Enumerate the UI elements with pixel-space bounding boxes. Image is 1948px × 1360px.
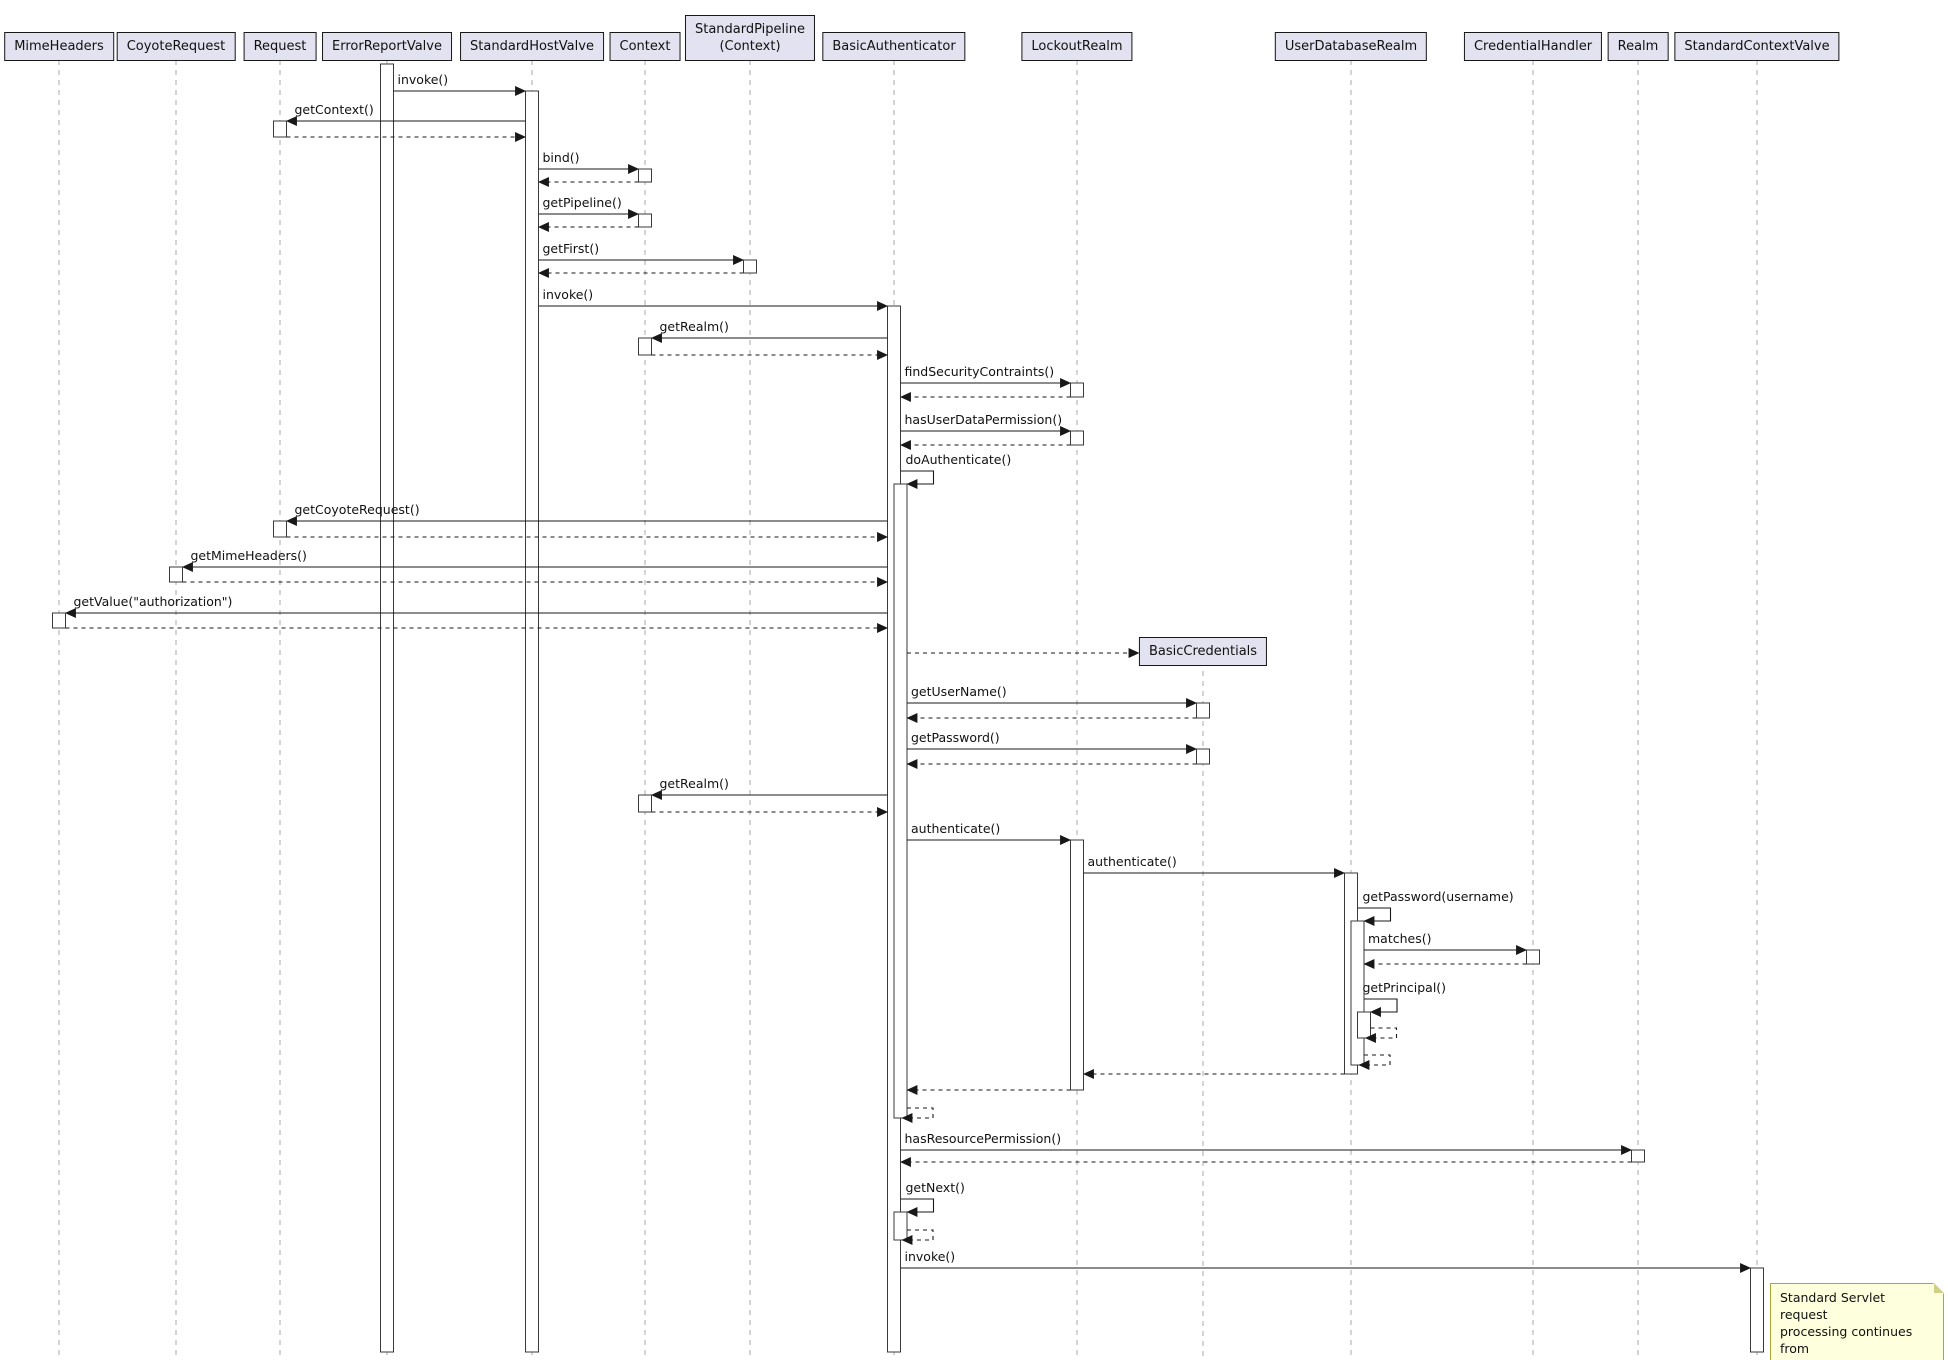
message-label: matches() bbox=[1368, 931, 1432, 946]
message-label: authenticate() bbox=[1087, 854, 1177, 869]
message-arrow-self-return bbox=[1358, 1054, 1391, 1070]
participant-coyoterequest: CoyoteRequest bbox=[116, 32, 236, 61]
message-label: bind() bbox=[542, 150, 580, 165]
activation-bar-realm bbox=[1631, 1149, 1645, 1163]
message-label: invoke() bbox=[542, 287, 594, 302]
participant-context: Context bbox=[609, 32, 681, 61]
message-label: authenticate() bbox=[911, 821, 1001, 836]
activation-bar-context bbox=[638, 794, 652, 813]
activation-bar-mimeheaders bbox=[52, 612, 66, 629]
message-arrow-self-return bbox=[1364, 1027, 1398, 1043]
participant-credentialhandler: CredentialHandler bbox=[1463, 32, 1603, 61]
participant-lockoutrealm: LockoutRealm bbox=[1021, 32, 1133, 61]
activation-bar-userdatabaserealm bbox=[1357, 1011, 1371, 1039]
message-label: getUserName() bbox=[911, 684, 1007, 699]
activation-bar-basiccredentials bbox=[1196, 748, 1210, 765]
activation-bar-context bbox=[638, 168, 652, 183]
participant-userdatabaserealm: UserDatabaseRealm bbox=[1274, 32, 1428, 61]
participant-realm: Realm bbox=[1607, 32, 1669, 61]
activation-bar-request bbox=[273, 120, 287, 138]
activation-bar-context bbox=[638, 337, 652, 356]
message-arrow-getpassword-username bbox=[1357, 907, 1392, 926]
message-label: getPassword(username) bbox=[1362, 889, 1514, 904]
participant-errorreportvalve: ErrorReportValve bbox=[322, 32, 452, 61]
message-label: getFirst() bbox=[542, 241, 600, 256]
message-arrow-self-return bbox=[901, 1229, 934, 1245]
activation-bar-basiccredentials bbox=[1196, 702, 1210, 719]
message-label: getNext() bbox=[905, 1180, 965, 1195]
participant-basiccredentials: BasicCredentials bbox=[1138, 637, 1268, 666]
activation-bar-context bbox=[638, 213, 652, 228]
participant-standardhostvalve: StandardHostValve bbox=[460, 32, 604, 61]
message-label: hasUserDataPermission() bbox=[904, 412, 1063, 427]
message-arrow-doauthenticate bbox=[900, 470, 935, 489]
message-label: getRealm() bbox=[659, 319, 729, 334]
message-label: hasResourcePermission() bbox=[904, 1131, 1062, 1146]
activation-bar-errorreportvalve bbox=[380, 63, 394, 1353]
message-label: invoke() bbox=[904, 1249, 956, 1264]
message-label: getCoyoteRequest() bbox=[294, 502, 420, 517]
message-arrow-getprincipal bbox=[1364, 998, 1398, 1017]
activation-bar-standardhostvalve bbox=[525, 90, 539, 1353]
participant-mimeheaders: MimeHeaders bbox=[4, 32, 114, 61]
activation-bar-standardcontextvalve bbox=[1750, 1267, 1764, 1353]
activation-bar-coyoterequest bbox=[169, 566, 183, 583]
participant-basicauthenticator: BasicAuthenticator bbox=[822, 32, 966, 61]
message-arrow-getnext bbox=[900, 1198, 935, 1217]
message-label: getPassword() bbox=[911, 730, 1000, 745]
message-label: doAuthenticate() bbox=[905, 452, 1012, 467]
message-label: getValue("authorization") bbox=[73, 594, 233, 609]
message-label: getMimeHeaders() bbox=[190, 548, 307, 563]
activation-bar-lockoutrealm bbox=[1070, 839, 1084, 1091]
activation-bar-request bbox=[273, 520, 287, 538]
message-label: getPrincipal() bbox=[1362, 980, 1447, 995]
activation-bar-lockoutrealm bbox=[1070, 430, 1084, 446]
message-label: getPipeline() bbox=[542, 195, 622, 210]
activation-bar-credentialhandler bbox=[1526, 949, 1540, 965]
activation-bar-lockoutrealm bbox=[1070, 382, 1084, 398]
note: Standard Servlet request processing cont… bbox=[1770, 1283, 1944, 1360]
activation-bar-basicauthenticator bbox=[893, 483, 908, 1119]
message-label: getRealm() bbox=[659, 776, 729, 791]
participant-request: Request bbox=[243, 32, 317, 61]
participant-standardpipeline: StandardPipeline (Context) bbox=[684, 15, 816, 61]
activation-bar-basicauthenticator bbox=[893, 1211, 908, 1241]
message-label: getContext() bbox=[294, 102, 374, 117]
message-label: invoke() bbox=[397, 72, 449, 87]
activation-bar-standardpipeline bbox=[743, 259, 757, 274]
message-label: findSecurityContraints() bbox=[904, 364, 1055, 379]
message-arrow-self-return bbox=[901, 1107, 934, 1123]
participant-standardcontextvalve: StandardContextValve bbox=[1674, 32, 1840, 61]
